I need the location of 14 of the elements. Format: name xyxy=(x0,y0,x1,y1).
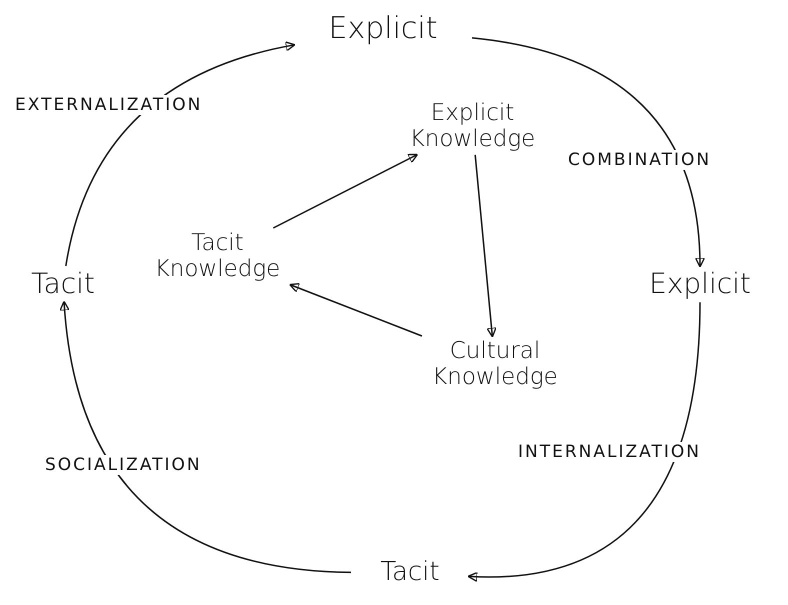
concept-label: Explicit xyxy=(298,12,468,46)
concept-label: Explicit Knowledge xyxy=(385,100,560,153)
arrow xyxy=(289,282,422,337)
concept-label: Cultural Knowledge xyxy=(415,338,575,391)
arrow xyxy=(467,302,701,582)
arrow xyxy=(60,300,352,574)
arrow xyxy=(272,154,418,229)
concept-label: Tacit xyxy=(355,558,465,588)
concept-label: Tacit xyxy=(8,268,118,300)
arrow xyxy=(474,154,497,338)
arrow xyxy=(65,42,296,266)
concept-label: Tacit Knowledge xyxy=(140,230,295,283)
arrow xyxy=(472,37,705,268)
concept-label: Explicit xyxy=(625,268,775,300)
